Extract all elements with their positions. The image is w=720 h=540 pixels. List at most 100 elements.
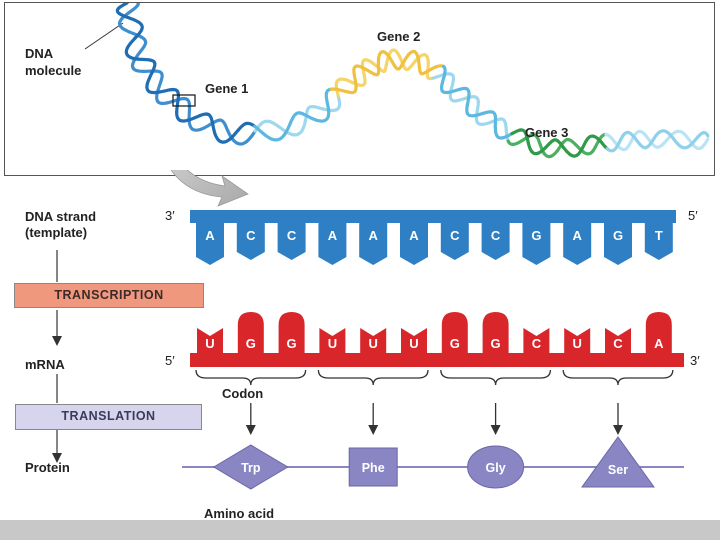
- amino-acid-shape: [467, 445, 525, 489]
- helix-strand-a: [355, 64, 368, 71]
- protein-label: Protein: [25, 460, 70, 475]
- mrna-base-letter: A: [654, 336, 664, 351]
- helix-strand-b: [132, 67, 144, 73]
- mrna-base-block: [605, 328, 631, 354]
- helix-strand-b: [567, 138, 578, 147]
- helix-strand-b: [236, 139, 249, 146]
- mrna-base-letter: G: [287, 336, 297, 351]
- dna-base-block: [236, 222, 265, 260]
- mrna-base-letter: C: [532, 336, 542, 351]
- dna-base-letter: A: [205, 228, 215, 243]
- mrna-backbone: [190, 353, 684, 367]
- helix-strand-a: [127, 16, 141, 25]
- dna-base-letter: C: [450, 228, 460, 243]
- helix-strand-a: [413, 50, 420, 61]
- helix-strand-a: [447, 87, 461, 94]
- helix-strand-a: [611, 142, 620, 153]
- bottom-bar: [0, 520, 720, 540]
- translation-box: TRANSLATION: [15, 404, 202, 430]
- zoom-arrow: [170, 170, 249, 207]
- helix-strand-b: [245, 129, 257, 143]
- codon-brace: [195, 369, 307, 386]
- helix-strand-b: [383, 62, 388, 73]
- dna-base-block: [440, 222, 469, 260]
- dna-base-letter: A: [409, 228, 419, 243]
- helix-strand-b: [223, 123, 232, 138]
- helix-strand-a: [126, 54, 140, 61]
- helix-strand-b: [270, 120, 285, 131]
- dna-base-letter: T: [655, 228, 663, 243]
- helix-strand-a: [575, 146, 585, 157]
- helix-strand-a: [147, 89, 161, 95]
- helix-strand-b: [156, 100, 169, 105]
- helix-strand-a: [661, 129, 672, 137]
- helix-strand-a: [649, 133, 659, 145]
- amino-acid-shape: [348, 447, 398, 487]
- helix-strand-a: [133, 27, 144, 40]
- amino-acid-label-text: Phe: [362, 461, 385, 475]
- flow-arrowhead-1: [52, 336, 62, 346]
- mrna-base-letter: U: [573, 336, 582, 351]
- dna-molecule-label-line2: molecule: [25, 63, 82, 78]
- helix-strand-b: [588, 145, 597, 156]
- helix-strand-b: [683, 132, 693, 144]
- helix-strand-b: [185, 97, 192, 109]
- mrna-base-letter: G: [246, 336, 256, 351]
- helix-strand-b: [475, 100, 480, 114]
- helix-strand-b: [299, 118, 308, 133]
- mrna-base-block: [401, 328, 427, 354]
- helix-strand-a: [263, 133, 277, 142]
- dna-strand-label: DNA strand (template): [25, 209, 96, 241]
- helix-strand-a: [329, 87, 344, 93]
- transcription-box: TRANSCRIPTION: [14, 283, 204, 308]
- dna-base-block: [522, 222, 551, 265]
- gene3-label: Gene 3: [525, 125, 569, 140]
- dna-base-block: [196, 222, 224, 265]
- dna-strand-label-line2: (template): [25, 225, 88, 240]
- helix-strand-a: [244, 121, 257, 128]
- helix-strand-a: [425, 65, 439, 73]
- mrna-base-block: [523, 328, 550, 354]
- helix-strand-b: [661, 134, 672, 146]
- mrna-base-block: [237, 312, 264, 354]
- helix-strand-b: [159, 71, 164, 84]
- helix-strand-b: [281, 127, 295, 137]
- helix-strand-b: [338, 77, 352, 83]
- mrna-base-letter: U: [409, 336, 418, 351]
- mrna-base-letter: G: [450, 336, 460, 351]
- gene1-label: Gene 1: [205, 81, 249, 96]
- codon-brace: [317, 369, 429, 386]
- dna-molecule-panel: DNA molecule Gene 1 Gene 2 Gene 3: [4, 0, 715, 176]
- amino-acid-shape: [581, 436, 655, 488]
- helix-strand-b: [291, 129, 304, 137]
- helix-strand-b: [190, 127, 202, 132]
- helix-strand-b: [129, 3, 140, 13]
- helix-strand-a: [523, 131, 530, 144]
- dna-molecule-label-line1: DNA: [25, 46, 54, 61]
- helix-strand-b: [503, 120, 508, 134]
- helix-strand-a: [416, 56, 422, 71]
- helix-strand-b: [261, 119, 274, 124]
- dna-base-block: [318, 222, 347, 265]
- helix-strand-b: [363, 58, 374, 65]
- helix-strand-b: [643, 133, 653, 145]
- helix-strand-a: [282, 122, 292, 137]
- helix-strand-a: [591, 134, 603, 143]
- helix-strand-b: [512, 138, 524, 146]
- mrna-label: mRNA: [25, 357, 65, 372]
- codon-brace: [440, 369, 552, 386]
- dna-molecule-label: DNA molecule: [25, 45, 81, 79]
- mrna-base-letter: C: [613, 336, 623, 351]
- helix-strand-b: [362, 73, 367, 86]
- codon-label: Codon: [222, 386, 263, 401]
- helix-strand-a: [382, 50, 392, 60]
- translation-arrowhead: [490, 425, 501, 435]
- helix-strand-a: [472, 111, 486, 118]
- mrna-base-block: [197, 328, 223, 354]
- dna-end-3prime: 3′: [165, 208, 175, 223]
- dna-base-letter: C: [287, 228, 297, 243]
- helix-strand-a: [206, 112, 214, 124]
- helix-strand-a: [701, 131, 710, 138]
